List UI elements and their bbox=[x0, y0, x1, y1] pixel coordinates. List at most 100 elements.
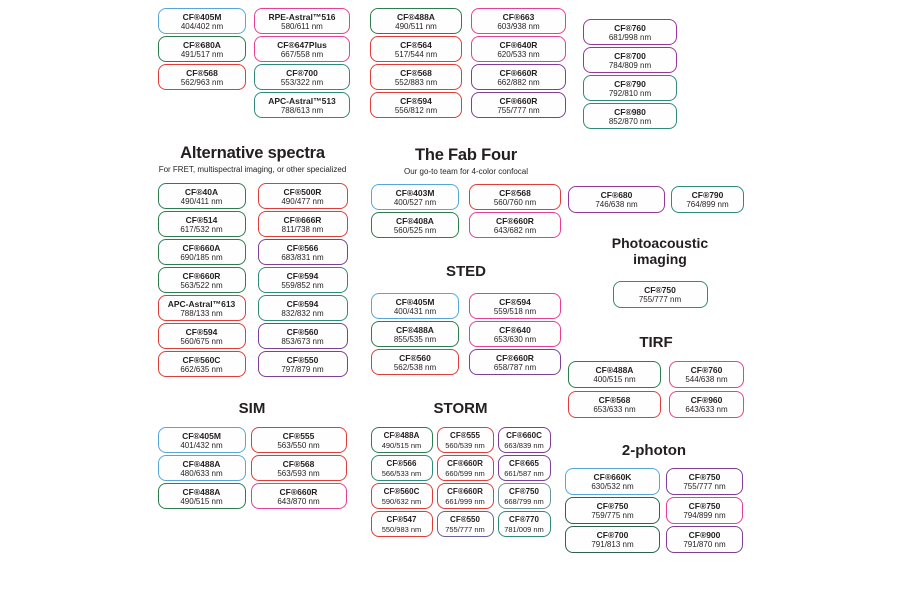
dye-name: CF®750 bbox=[596, 501, 629, 511]
dye-spectra-value: 755/777 nm bbox=[683, 482, 726, 491]
dye-name: CF®564 bbox=[400, 39, 432, 50]
section-title: 2-photon bbox=[621, 442, 687, 459]
section-title: Photoacoustic imaging bbox=[611, 235, 709, 267]
dye-name: CF®760 bbox=[614, 22, 646, 33]
dye-spectra-value: 559/852 nm bbox=[281, 280, 324, 290]
dye-name: CF®660K bbox=[593, 472, 632, 482]
dye-name: CF®790 bbox=[614, 78, 646, 89]
dye-name: CF®660R bbox=[447, 458, 483, 468]
dye-spectra-value: 781/009 nm bbox=[504, 524, 544, 534]
dye-name: APC-Astral™513 bbox=[268, 95, 336, 106]
dye-spectra-value: 784/809 nm bbox=[608, 60, 652, 70]
dye-name: CF®960 bbox=[690, 395, 723, 405]
dye-name: CF®660R bbox=[499, 95, 538, 106]
dye-spectra-value: 560/675 nm bbox=[180, 336, 223, 346]
dye-spectra-value: 491/517 nm bbox=[180, 49, 224, 59]
dye-spectra-value: 560/760 nm bbox=[493, 197, 537, 207]
dye-spectra-value: 560/525 nm bbox=[393, 225, 437, 235]
dye-spectra-value: 590/632 nm bbox=[381, 496, 422, 506]
